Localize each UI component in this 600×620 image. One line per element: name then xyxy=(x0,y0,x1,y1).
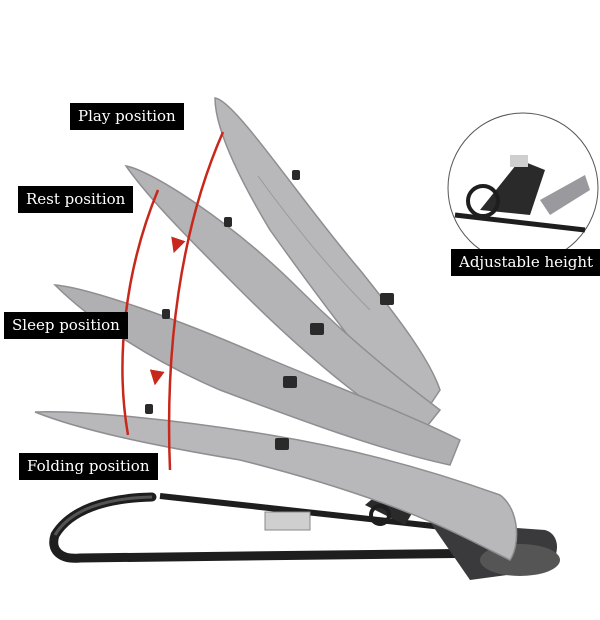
seat-buckles xyxy=(145,170,394,450)
label-rest-position: Rest position xyxy=(18,186,134,213)
label-sleep-position: Sleep position xyxy=(4,312,128,339)
seat-sleep-position xyxy=(53,284,461,466)
label-play-position: Play position xyxy=(70,103,184,130)
label-adjustable-height: Adjustable height xyxy=(451,249,600,276)
seat-rest-position xyxy=(124,164,442,436)
label-folding-position: Folding position xyxy=(19,453,158,480)
height-detail-inset xyxy=(447,112,599,264)
